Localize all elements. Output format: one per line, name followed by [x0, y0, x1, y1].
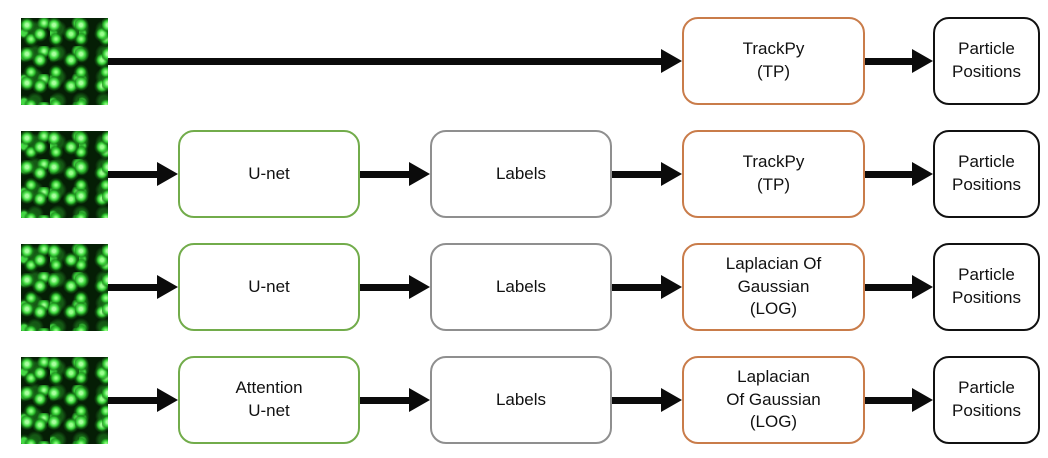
- labels-box: Labels: [430, 356, 612, 444]
- input-micrograph-image: [21, 17, 108, 105]
- arrow-right-icon: [360, 274, 430, 300]
- box-label: Particle Positions: [952, 378, 1021, 420]
- arrow-head-icon: [661, 162, 682, 186]
- arrow-shaft: [865, 396, 913, 404]
- box-label: Labels: [495, 163, 547, 183]
- arrow-right-icon: [865, 274, 933, 300]
- arrow-head-icon: [157, 162, 178, 186]
- output-box-particle-positions: Particle Positions: [933, 130, 1040, 218]
- box-label: Particle Positions: [952, 39, 1021, 81]
- input-micrograph-image: [21, 243, 108, 331]
- box-label: Particle Positions: [952, 265, 1021, 307]
- arrow-right-icon: [612, 387, 682, 413]
- arrow-right-icon: [612, 161, 682, 187]
- output-box-particle-positions: Particle Positions: [933, 17, 1040, 105]
- box-label: Particle Positions: [952, 152, 1021, 194]
- arrow-right-icon: [865, 48, 933, 74]
- arrow-shaft: [865, 170, 913, 178]
- box-label: Labels: [495, 389, 547, 409]
- box-label: Laplacian Of Gaussian (LOG): [726, 366, 821, 432]
- arrow-right-icon: [360, 161, 430, 187]
- arrow-shaft: [108, 283, 158, 291]
- arrow-head-icon: [409, 162, 430, 186]
- arrow-shaft: [360, 396, 410, 404]
- arrow-right-icon: [865, 161, 933, 187]
- arrow-shaft: [612, 283, 662, 291]
- pipeline-row-3: U-net Labels Laplacian Of Gaussian (LOG)…: [21, 243, 1048, 331]
- arrow-shaft: [108, 170, 158, 178]
- arrow-shaft: [360, 170, 410, 178]
- detector-box-log: Laplacian Of Gaussian (LOG): [682, 356, 865, 444]
- arrow-head-icon: [409, 388, 430, 412]
- box-label: Attention U-net: [235, 378, 303, 420]
- labels-box: Labels: [430, 243, 612, 331]
- arrow-shaft: [865, 283, 913, 291]
- detector-box-log: Laplacian Of Gaussian (LOG): [682, 243, 865, 331]
- arrow-right-icon: [360, 387, 430, 413]
- labels-box: Labels: [430, 130, 612, 218]
- arrow-shaft: [360, 283, 410, 291]
- box-label: Labels: [495, 276, 547, 296]
- arrow-head-icon: [912, 49, 933, 73]
- model-box-unet: U-net: [178, 243, 360, 331]
- arrow-head-icon: [157, 275, 178, 299]
- arrow-head-icon: [912, 162, 933, 186]
- input-micrograph-image: [21, 130, 108, 218]
- model-box-attention-unet: Attention U-net: [178, 356, 360, 444]
- pipeline-row-2: U-net Labels TrackPy (TP) Particle Posit…: [21, 130, 1048, 218]
- arrow-right-icon: [865, 387, 933, 413]
- box-label: TrackPy (TP): [742, 39, 805, 81]
- arrow-right-icon: [108, 48, 682, 74]
- output-box-particle-positions: Particle Positions: [933, 243, 1040, 331]
- arrow-right-icon: [108, 161, 178, 187]
- arrow-shaft: [612, 170, 662, 178]
- model-box-unet: U-net: [178, 130, 360, 218]
- box-label: U-net: [248, 163, 290, 183]
- arrow-head-icon: [661, 388, 682, 412]
- arrow-head-icon: [661, 49, 682, 73]
- pipeline-row-4: Attention U-net Labels Laplacian Of Gaus…: [21, 356, 1048, 444]
- arrow-shaft: [108, 57, 662, 65]
- arrow-shaft: [865, 57, 913, 65]
- detector-box-trackpy: TrackPy (TP): [682, 130, 865, 218]
- box-label: Laplacian Of Gaussian (LOG): [725, 253, 822, 319]
- arrow-shaft: [612, 396, 662, 404]
- detector-box-trackpy: TrackPy (TP): [682, 17, 865, 105]
- arrow-right-icon: [108, 274, 178, 300]
- output-box-particle-positions: Particle Positions: [933, 356, 1040, 444]
- input-micrograph-image: [21, 356, 108, 444]
- arrow-shaft: [108, 396, 158, 404]
- arrow-right-icon: [612, 274, 682, 300]
- box-label: U-net: [248, 276, 290, 296]
- pipeline-row-1: TrackPy (TP) Particle Positions: [21, 17, 1048, 105]
- arrow-head-icon: [157, 388, 178, 412]
- arrow-head-icon: [409, 275, 430, 299]
- box-label: TrackPy (TP): [742, 152, 805, 194]
- arrow-right-icon: [108, 387, 178, 413]
- arrow-head-icon: [661, 275, 682, 299]
- arrow-head-icon: [912, 275, 933, 299]
- arrow-head-icon: [912, 388, 933, 412]
